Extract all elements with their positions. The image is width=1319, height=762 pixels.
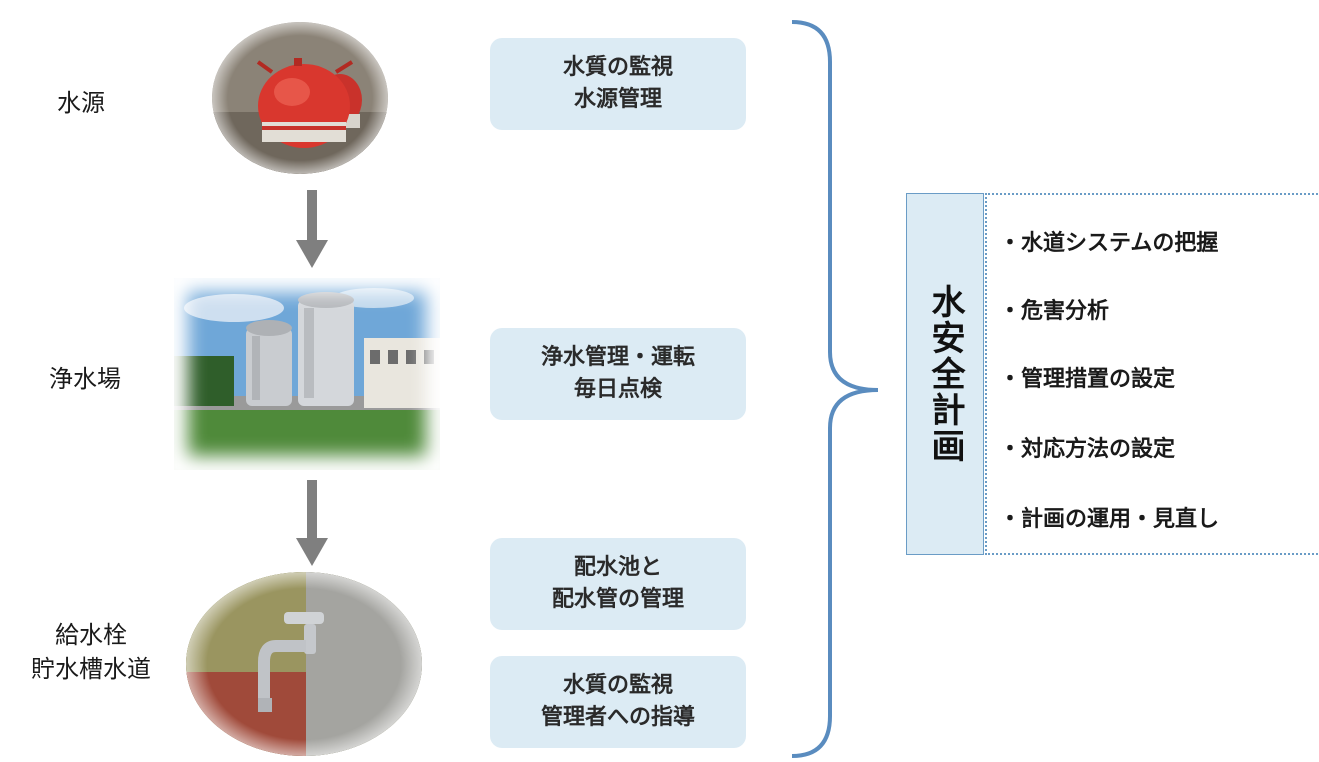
plan-item: ・管理措置の設定 — [999, 367, 1176, 392]
stage-label-source: 水源 — [57, 89, 105, 117]
plan-item: ・対応方法の設定 — [999, 437, 1176, 462]
down-arrow-icon — [296, 480, 328, 566]
plan-title-box: 水安全計画 — [906, 193, 984, 555]
action-box-treatment-operation: 浄水管理・運転 毎日点検 — [490, 328, 746, 420]
faucet-photo — [186, 572, 422, 756]
stage-label-treatment-plant: 浄水場 — [49, 365, 121, 393]
action-box-distribution-management: 配水池と 配水管の管理 — [490, 538, 746, 630]
stage-label-tap-tank: 給水栓 貯水槽水道 — [31, 621, 151, 683]
plan-title: 水安全計画 — [925, 284, 965, 464]
plan-item: ・危害分析 — [999, 299, 1110, 324]
treatment-plant-photo — [174, 278, 440, 470]
water-source-photo — [212, 22, 388, 174]
down-arrow-icon — [296, 190, 328, 268]
action-box-manager-guidance: 水質の監視 管理者への指導 — [490, 656, 746, 748]
action-box-source-management: 水質の監視 水源管理 — [490, 38, 746, 130]
plan-item: ・水道システムの把握 — [999, 231, 1219, 256]
plan-item-list: ・水道システムの把握 ・危害分析 ・管理措置の設定 ・対応方法の設定 ・計画の運… — [985, 193, 1319, 555]
plan-item: ・計画の運用・見直し — [999, 507, 1220, 532]
right-brace — [791, 20, 879, 758]
